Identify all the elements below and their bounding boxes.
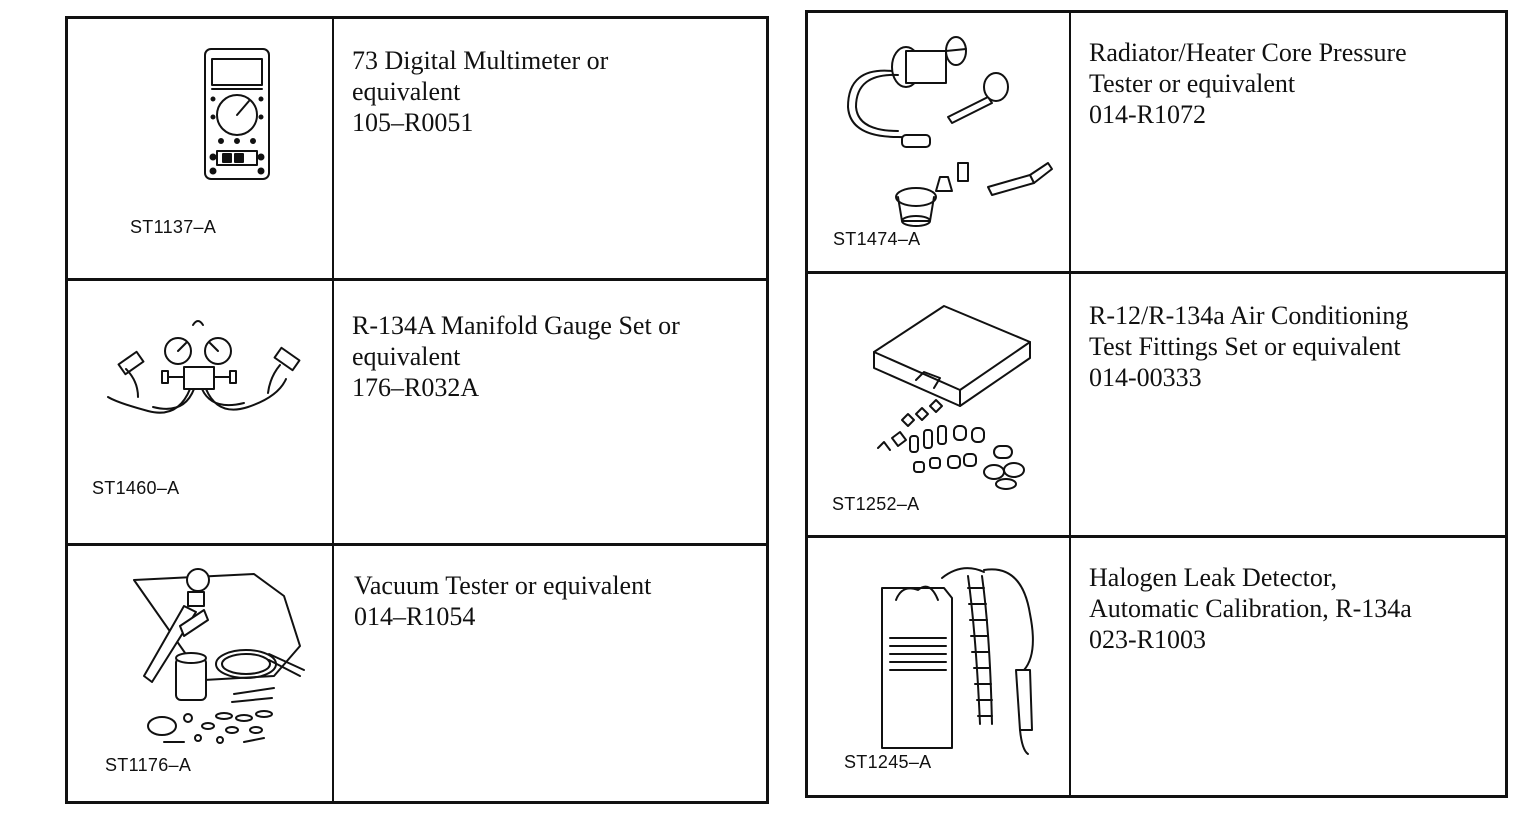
tool-description: 73 Digital Multimeter or equivalent 105–… <box>334 19 766 278</box>
digital-multimeter-icon <box>204 48 270 180</box>
tool-description-line: R-134A Manifold Gauge Set or <box>352 311 680 340</box>
test-fittings-set-icon <box>873 305 1031 490</box>
tool-image-code: ST1460–A <box>92 478 180 498</box>
tool-description-line: Halogen Leak Detector, <box>1089 563 1338 592</box>
image-cell: ST1137–A <box>68 19 334 278</box>
tool-image-code: ST1137–A <box>130 217 217 237</box>
tool-description: R-12/R-134a Air Conditioning Test Fittin… <box>1071 274 1505 538</box>
tool-description: Radiator/Heater Core Pressure Tester or … <box>1071 13 1505 271</box>
manifold-gauge-set-icon <box>107 320 301 414</box>
tool-part-number: 176–R032A <box>352 373 480 402</box>
tool-description: Vacuum Tester or equivalent 014–R1054 <box>334 546 766 804</box>
tool-description-line: Test Fittings Set or equivalent <box>1089 332 1401 361</box>
right-tool-table: ST1474–A Radiator/Heater Core Pressure T… <box>805 10 1508 798</box>
tool-part-number: 014–R1054 <box>354 602 476 631</box>
tool-part-number: 105–R0051 <box>352 108 474 137</box>
table-row: ST1245–A Halogen Leak Detector, Automati… <box>808 535 1505 798</box>
tool-image-code: ST1252–A <box>832 494 920 514</box>
table-row: ST1137–A 73 Digital Multimeter or equiva… <box>68 19 766 278</box>
tool-description: R-134A Manifold Gauge Set or equivalent … <box>334 281 766 546</box>
tool-image-code: ST1176–A <box>105 755 192 775</box>
vacuum-tester-icon <box>133 568 305 744</box>
table-row: ST1176–A Vacuum Tester or equivalent 014… <box>68 543 766 804</box>
tool-description: Halogen Leak Detector, Automatic Calibra… <box>1071 538 1505 798</box>
tool-image-code: ST1245–A <box>844 752 932 772</box>
tool-description-line: Automatic Calibration, R-134a <box>1089 594 1412 623</box>
tool-description-line: equivalent <box>352 77 461 106</box>
image-cell: ST1474–A <box>808 13 1071 271</box>
tool-part-number: 014-R1072 <box>1089 100 1206 129</box>
image-cell: ST1176–A <box>68 546 334 804</box>
image-cell: ST1252–A <box>808 274 1071 538</box>
image-cell: ST1460–A <box>68 281 334 546</box>
image-cell: ST1245–A <box>808 538 1071 798</box>
tool-part-number: 023-R1003 <box>1089 625 1206 654</box>
tool-description-line: equivalent <box>352 342 461 371</box>
tool-description-line: Tester or equivalent <box>1089 69 1296 98</box>
tool-description-line: 73 Digital Multimeter or <box>352 46 609 75</box>
tool-part-number: 014-00333 <box>1089 363 1202 392</box>
left-tool-table: ST1137–A 73 Digital Multimeter or equiva… <box>65 16 769 804</box>
tool-image-code: ST1474–A <box>833 229 921 249</box>
halogen-leak-detector-icon <box>881 567 1034 755</box>
table-row: ST1460–A R-134A Manifold Gauge Set or eq… <box>68 278 766 546</box>
tool-description-line: Vacuum Tester or equivalent <box>354 571 652 600</box>
pressure-tester-icon <box>847 36 1053 227</box>
table-row: ST1474–A Radiator/Heater Core Pressure T… <box>808 13 1505 271</box>
tool-description-line: R-12/R-134a Air Conditioning <box>1089 301 1409 330</box>
table-row: ST1252–A R-12/R-134a Air Conditioning Te… <box>808 271 1505 538</box>
tool-description-line: Radiator/Heater Core Pressure <box>1089 38 1407 67</box>
